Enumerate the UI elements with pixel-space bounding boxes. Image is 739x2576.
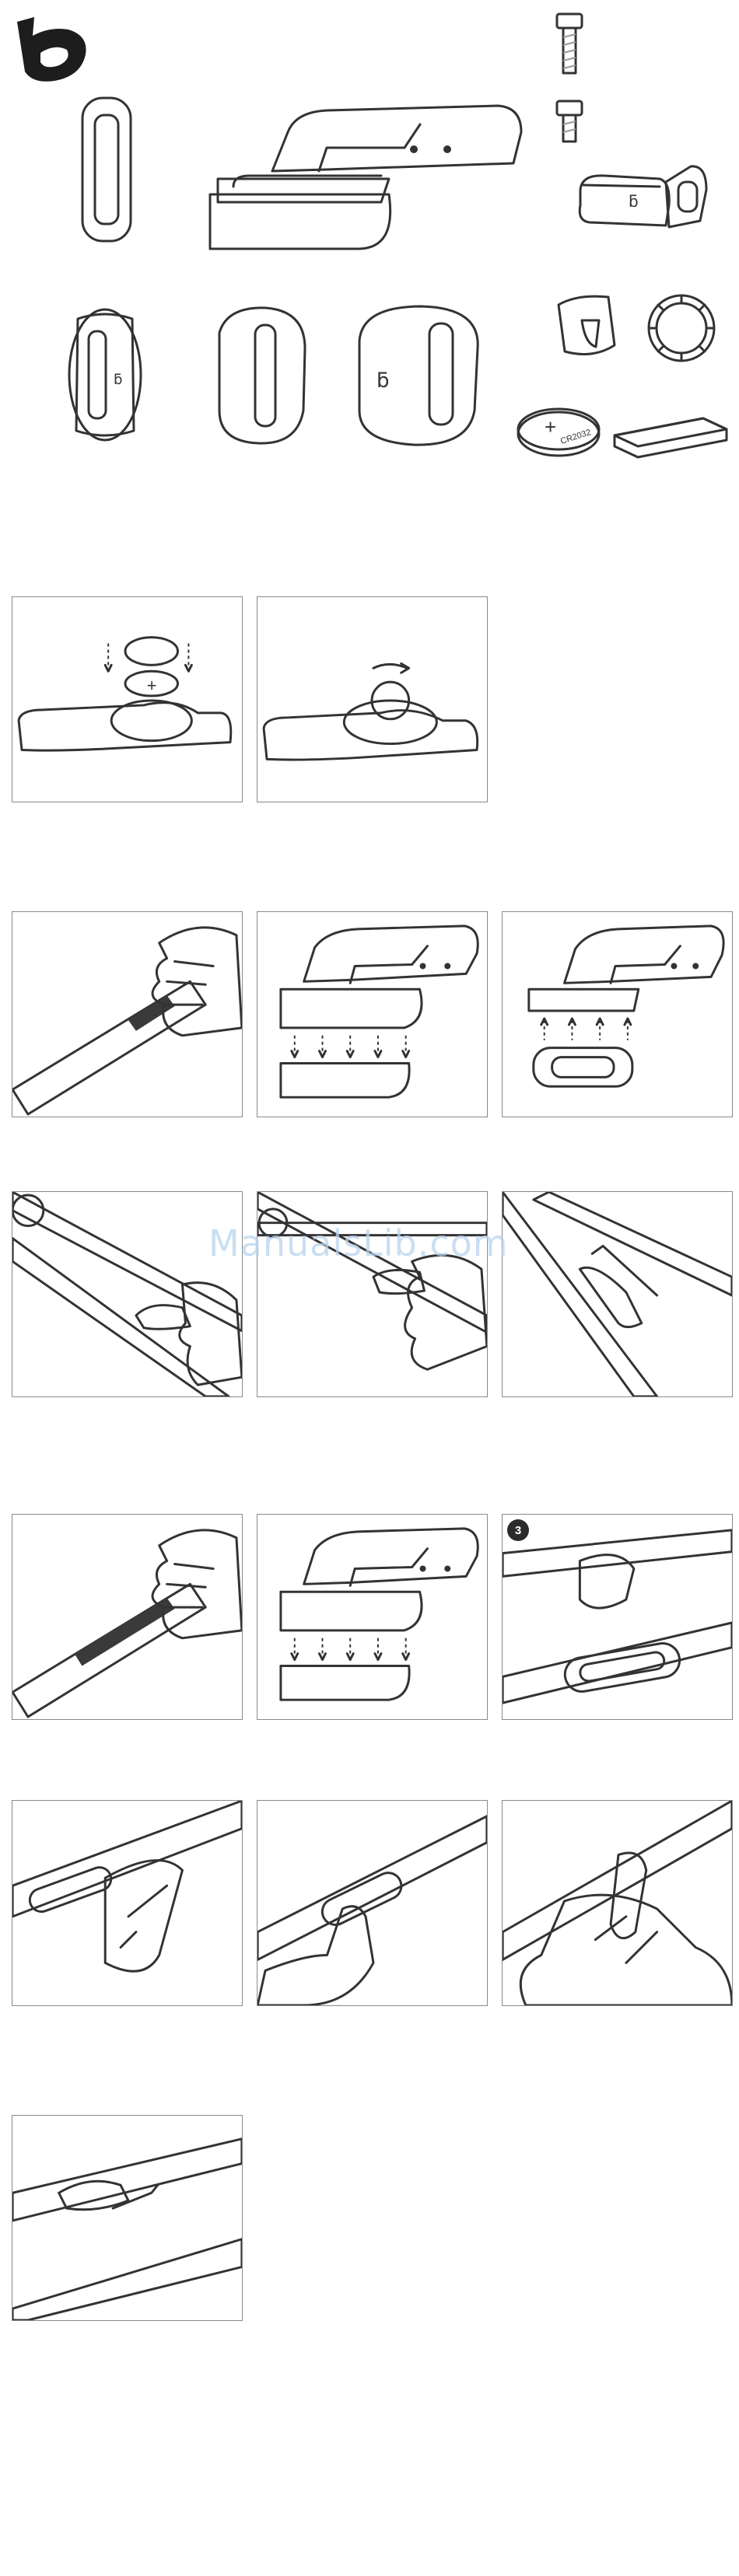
svg-text:ƃ: ƃ xyxy=(377,369,390,393)
panel-shim-align-2 xyxy=(257,1514,488,1720)
panel-battery-insert: + xyxy=(12,596,243,802)
hand-icon xyxy=(152,928,242,1036)
battery-cover-icon xyxy=(554,289,632,367)
watermark: ManualsLib.com xyxy=(208,1222,509,1264)
battery-cap-icon xyxy=(643,289,720,367)
frame-adapter-icon: ƃ xyxy=(352,302,485,449)
frame-adapter-icon xyxy=(212,302,313,449)
hand-icon xyxy=(520,1895,732,2005)
magnet-mount-icon: ƃ xyxy=(574,159,711,236)
battery-plus-label: + xyxy=(545,415,556,439)
svg-text:ƃ: ƃ xyxy=(629,192,639,211)
panel-shim-align xyxy=(257,911,488,1117)
svg-text:ƃ: ƃ xyxy=(114,372,122,388)
hand-icon xyxy=(257,1907,373,2005)
frame-adapter-icon: ƃ xyxy=(62,303,148,446)
bolt-icon xyxy=(554,98,585,146)
panel-mount-sensor xyxy=(12,1800,243,2006)
panel-magnet-tighten xyxy=(12,2115,243,2321)
panel-step-3 xyxy=(502,1514,733,1720)
brand-logo-icon xyxy=(11,12,95,87)
svg-text:+: + xyxy=(147,676,157,695)
sensor-icon xyxy=(202,101,529,257)
panel-press-sensor xyxy=(257,1800,488,2006)
panel-shim-attach xyxy=(502,911,733,1117)
adhesive-pad-icon xyxy=(610,414,731,460)
panel-clean-frame xyxy=(12,911,243,1117)
frame-mount-shim-icon xyxy=(73,92,142,247)
hand-icon xyxy=(405,1255,487,1369)
hex-key-icon xyxy=(113,2185,158,2208)
panel-press-magnet xyxy=(502,1800,733,2006)
panel-sensor-tighten xyxy=(502,1191,733,1397)
panel-battery-cap-turn xyxy=(257,596,488,802)
step-badge: 3 xyxy=(507,1519,529,1541)
bolt-icon xyxy=(554,11,585,78)
hand-icon xyxy=(152,1530,242,1638)
panel-clean-frame-2 xyxy=(12,1514,243,1720)
